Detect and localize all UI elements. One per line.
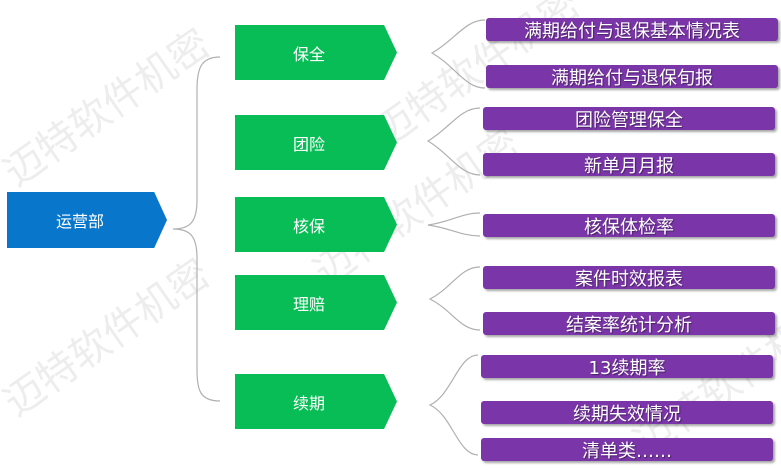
leaf-item: 13续期率 [481,355,773,379]
category-label: 核保 [292,216,325,236]
brace-tuanxian [426,107,481,176]
category-label: 理赔 [292,294,325,314]
category-hebao: 核保 [235,197,397,252]
brace-hebao [427,212,481,237]
leaf-item: 清单类…… [481,438,773,462]
root-node: 运营部 [7,192,167,248]
main-brace [172,56,221,402]
brace-lipei [428,266,481,331]
leaf-item: 新单月月报 [483,153,775,177]
category-baoquan: 保全 [235,25,397,80]
category-label: 保全 [292,44,325,64]
category-xuqi: 续期 [235,374,397,429]
root-label: 运营部 [55,212,104,231]
brace-xuqi [428,354,479,456]
category-label: 团险 [292,134,325,154]
category-label: 续期 [292,393,325,413]
leaf-item: 案件时效报表 [483,266,775,290]
leaf-item: 团险管理保全 [483,107,775,131]
leaf-item: 续期失效情况 [481,401,773,425]
brace-baoquan [430,19,486,89]
leaf-item: 满期给付与退保旬报 [486,65,778,89]
category-tuanxian: 团险 [235,115,397,170]
leaf-item: 结案率统计分析 [483,312,775,336]
leaf-item: 核保体检率 [483,214,775,238]
category-lipei: 理赔 [235,275,397,330]
leaf-item: 满期给付与退保基本情况表 [486,18,778,42]
